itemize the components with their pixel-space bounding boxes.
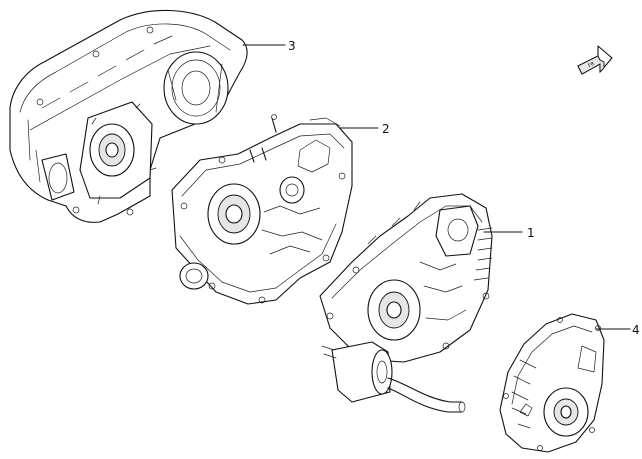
callout-4: 4 <box>632 323 640 337</box>
callout-2: 2 <box>382 122 390 136</box>
callout-1-group: 1 <box>483 226 535 240</box>
part-3-cvt-cover <box>9 9 248 223</box>
callout-3: 3 <box>288 39 296 53</box>
callout-2-group: 2 <box>339 122 390 136</box>
part-2-left-crankcase <box>171 114 353 305</box>
part-4-side-cover <box>499 313 605 453</box>
part-1-right-crankcase <box>319 193 493 413</box>
callout-3-group: 3 <box>242 39 296 53</box>
front-arrow-label: FR <box>587 61 596 70</box>
callout-4-group: 4 <box>595 323 640 337</box>
front-direction-arrow: FR <box>577 45 613 75</box>
callout-1: 1 <box>527 226 535 240</box>
